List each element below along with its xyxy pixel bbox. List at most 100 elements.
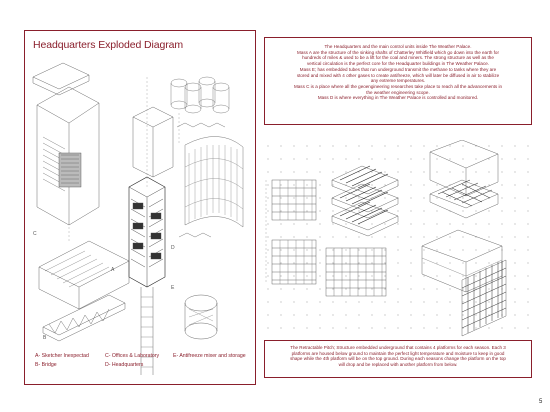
grid-dot: [462, 262, 464, 264]
grid-dot: [397, 236, 399, 238]
grid-dot: [319, 236, 321, 238]
grid-dot: [267, 236, 269, 238]
grid-dot: [410, 145, 412, 147]
grid-dot: [436, 184, 438, 186]
grid-dot: [436, 262, 438, 264]
grid-dot: [462, 197, 464, 199]
pitch-line: shape while the 4th platform will be on …: [290, 356, 506, 362]
pitch-line: platforms are housed below ground to mai…: [291, 350, 505, 356]
grid-dot: [319, 210, 321, 212]
grid-dot: [514, 145, 516, 147]
grid-dot: [436, 210, 438, 212]
grid-dot: [527, 145, 529, 147]
grid-dot: [488, 288, 490, 290]
grid-dot: [293, 327, 295, 329]
grid-dot: [423, 171, 425, 173]
grid-dot: [371, 327, 373, 329]
description-line: The Headquarters and the main control un…: [324, 44, 472, 49]
grid-dot: [501, 197, 503, 199]
grid-dot: [371, 171, 373, 173]
grid-dot: [488, 236, 490, 238]
grid-dot: [397, 288, 399, 290]
grid-dot: [527, 288, 529, 290]
description-line: Mass E; has embedded tubes that run unde…: [299, 66, 497, 72]
grid-dot: [293, 262, 295, 264]
grid-dot: [501, 327, 503, 329]
grid-dot: [319, 158, 321, 160]
grid-dot: [423, 197, 425, 199]
grid-dot: [345, 301, 347, 303]
legend-item-a: A- Sketcher Inexpectad: [35, 353, 89, 359]
grid-dot: [371, 145, 373, 147]
grid-dot: [371, 210, 373, 212]
description-box: The Headquarters and the main control un…: [264, 37, 532, 125]
grid-dot: [267, 288, 269, 290]
grid-dot: [462, 236, 464, 238]
grid-dot: [449, 158, 451, 160]
grid-dot: [410, 288, 412, 290]
grid-dot: [306, 210, 308, 212]
grid-dot: [332, 288, 334, 290]
grid-dot: [527, 249, 529, 251]
grid-dot: [280, 327, 282, 329]
grid-dot: [319, 145, 321, 147]
grid-dot: [319, 301, 321, 303]
grid-dot: [306, 301, 308, 303]
dot-grid: [267, 145, 529, 329]
legend-item-e: E- Antifreeze mixer and storage: [173, 353, 246, 359]
grid-dot: [345, 314, 347, 316]
grid-dot: [397, 314, 399, 316]
grid-dot: [371, 158, 373, 160]
grid-dot: [371, 249, 373, 251]
grid-dot: [423, 262, 425, 264]
grid-dot: [384, 223, 386, 225]
grid-dot: [475, 223, 477, 225]
grid-dot: [397, 210, 399, 212]
grid-dot: [306, 197, 308, 199]
grid-dot: [319, 314, 321, 316]
grid-dot: [280, 236, 282, 238]
grid-dot: [501, 184, 503, 186]
grid-dot: [345, 197, 347, 199]
grid-dot: [475, 262, 477, 264]
grid-dot: [306, 288, 308, 290]
grid-dot: [345, 327, 347, 329]
grid-dot: [475, 288, 477, 290]
grid-dot: [488, 171, 490, 173]
grid-dot: [371, 288, 373, 290]
grid-dot: [397, 327, 399, 329]
grid-dot: [410, 275, 412, 277]
grid-dot: [475, 158, 477, 160]
description-line: vertical circulation is the perfect core…: [306, 61, 490, 67]
grid-dot: [371, 275, 373, 277]
grid-dot: [514, 288, 516, 290]
grid-dot: [345, 249, 347, 251]
grid-dot: [319, 197, 321, 199]
grid-dot: [332, 236, 334, 238]
grid-dot: [358, 301, 360, 303]
grid-dot: [488, 327, 490, 329]
grid-dot: [514, 314, 516, 316]
grid-dot: [397, 158, 399, 160]
grid-dot: [410, 262, 412, 264]
grid-dot: [436, 288, 438, 290]
grid-dot: [358, 288, 360, 290]
grid-dot: [527, 314, 529, 316]
grid-dot: [267, 301, 269, 303]
grid-dot: [397, 145, 399, 147]
grid-dot: [449, 301, 451, 303]
grid-dot: [332, 249, 334, 251]
grid-dot: [293, 301, 295, 303]
grid-dot: [280, 249, 282, 251]
grid-dot: [293, 184, 295, 186]
grid-dot: [280, 210, 282, 212]
grid-dot: [488, 262, 490, 264]
grid-dot: [345, 275, 347, 277]
grid-dot: [527, 197, 529, 199]
grid-dot: [449, 288, 451, 290]
grid-dot: [423, 301, 425, 303]
grid-dot: [384, 249, 386, 251]
grid-dot: [332, 184, 334, 186]
grid-dot: [293, 158, 295, 160]
grid-dot: [306, 275, 308, 277]
